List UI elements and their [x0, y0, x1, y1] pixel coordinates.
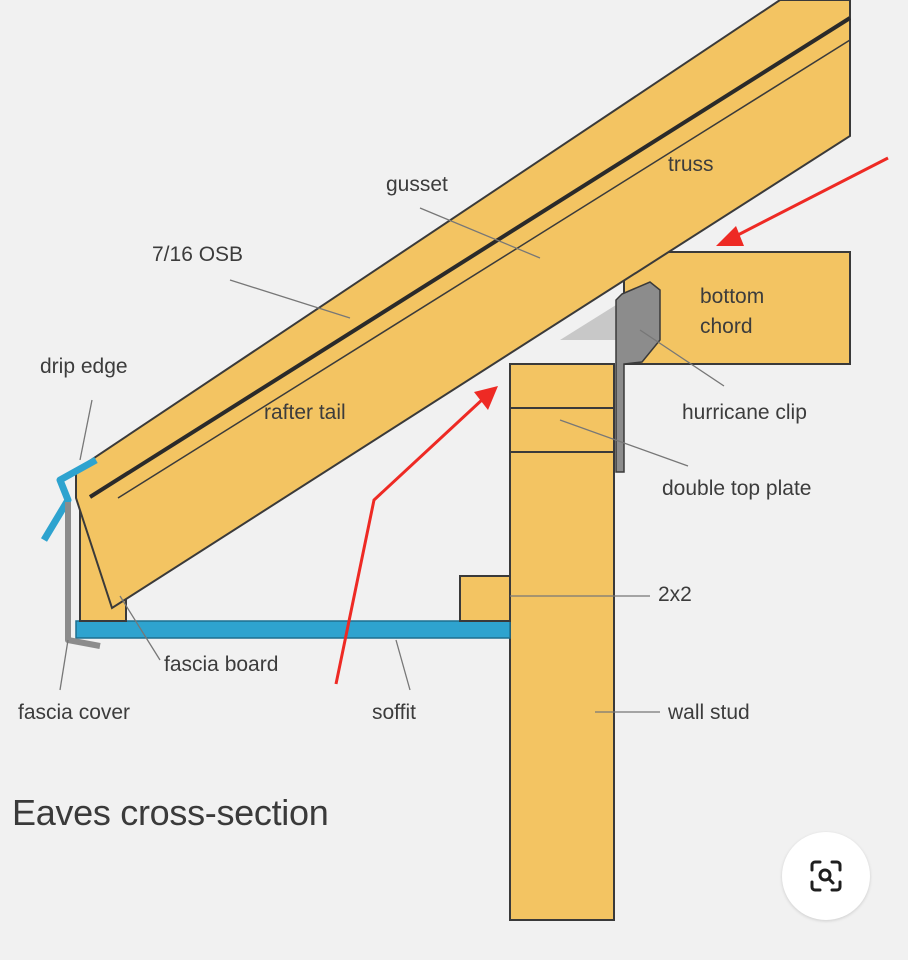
label-hurricane-clip: hurricane clip [682, 401, 807, 424]
label-double-top-plate: double top plate [662, 477, 812, 500]
label-osb: 7/16 OSB [152, 243, 244, 266]
drip-edge [40, 456, 98, 542]
label-truss: truss [668, 153, 714, 176]
visual-search-button[interactable] [782, 832, 870, 920]
soffit [75, 620, 511, 639]
gusset-line [117, 39, 851, 499]
label-2x2: 2x2 [658, 583, 692, 606]
label-drip-edge: drip edge [40, 355, 128, 378]
top-plate-lower [509, 407, 615, 453]
wall-stud [509, 449, 615, 921]
label-bottom-chord: bottom chord [700, 285, 765, 338]
annotation-arrow-lower [334, 386, 498, 685]
label-fascia-cover: fascia cover [18, 701, 131, 724]
label-rafter-tail: rafter tail [264, 401, 346, 424]
top-plate-upper [509, 363, 615, 409]
label-fascia-board: fascia board [164, 653, 279, 676]
osb-sheathing [88, 16, 852, 499]
label-wall-stud: wall stud [668, 701, 750, 724]
label-gusset: gusset [386, 173, 448, 196]
annotation-arrow-upper [716, 156, 889, 246]
leader-lines [59, 207, 725, 713]
two-by-two-block [459, 575, 511, 622]
hurricane-clip [615, 281, 661, 473]
label-soffit: soffit [372, 701, 416, 724]
diagram-title: Eaves cross-section [12, 792, 329, 833]
visual-search-icon [810, 860, 842, 892]
bearing-shim [560, 300, 624, 340]
